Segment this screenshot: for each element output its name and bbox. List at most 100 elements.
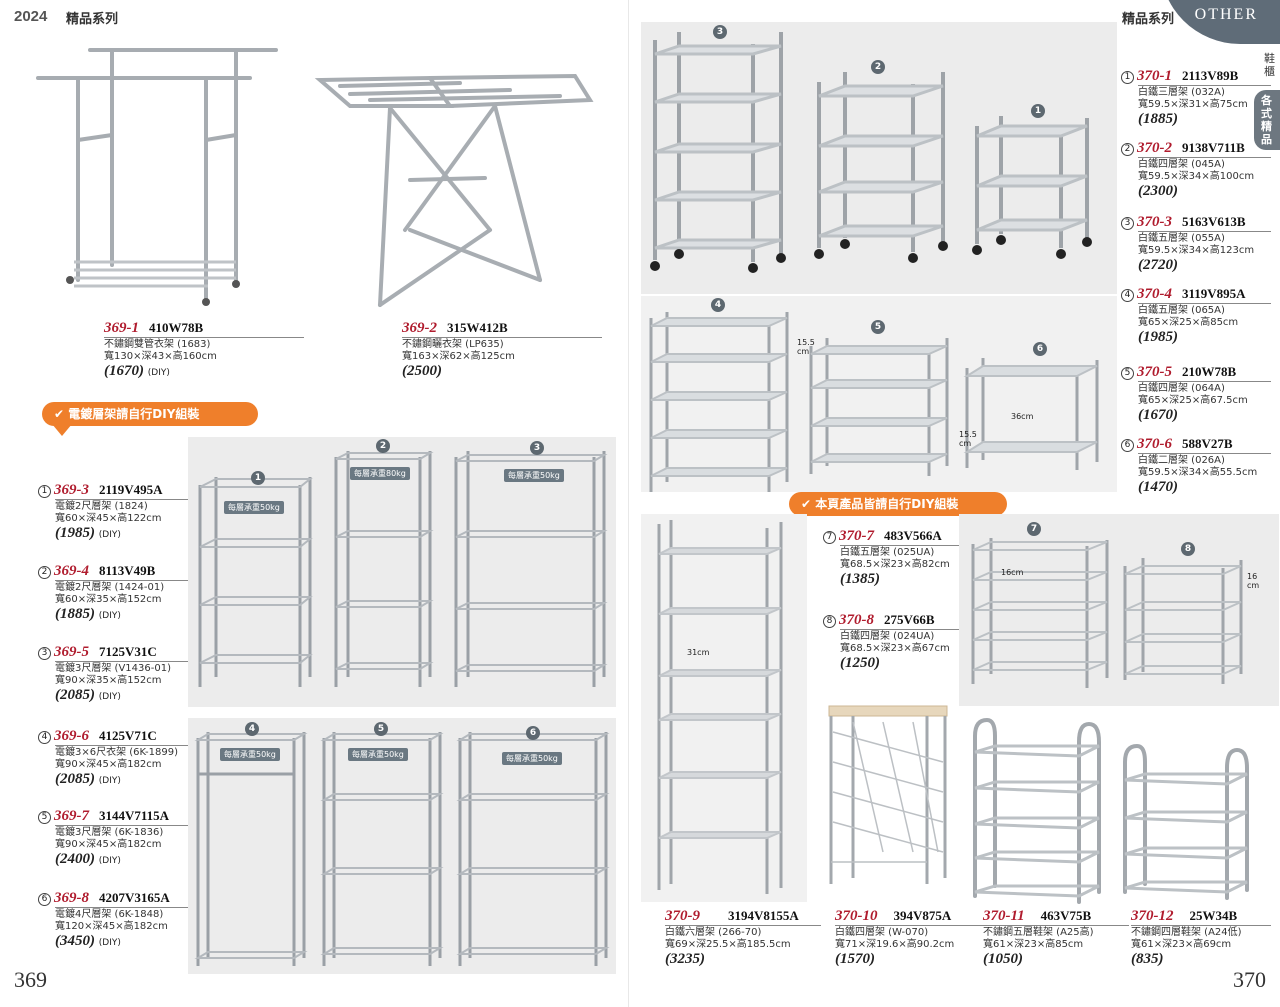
item-badge: 2	[871, 60, 885, 74]
shelf-gap-measurement: 16cm	[1001, 568, 1024, 577]
product-code: 369-8	[54, 890, 89, 906]
load-capacity-label: 每層承重50kg	[348, 748, 408, 761]
shoe-racks-photo: 7 8 16cm 16 cm	[959, 514, 1279, 706]
diy-note: (DIY)	[98, 776, 121, 786]
product-370-11: 370-11 463V75B 不鏽鋼五層鞋架 (A25高) 寬61×深23×高85…	[983, 908, 1129, 968]
item-badge: 8	[1181, 542, 1195, 556]
shelf-gap-measurement: 15.5 cm	[797, 338, 815, 356]
product-dimensions: 寬59.5×深34×高100cm	[1138, 171, 1255, 182]
item-badge: 6	[526, 726, 540, 740]
trolley-shelves-photo: 3 2 1	[641, 22, 1117, 294]
product-model: 3119V895A	[1182, 286, 1246, 301]
product-model: 463V75B	[1040, 908, 1092, 923]
page-number-right: 370	[1233, 967, 1266, 992]
product-price: (1985)	[55, 525, 95, 541]
product-dimensions: 寬61×深23×高85cm	[983, 939, 1084, 950]
product-price: (1885)	[55, 606, 95, 622]
banner-bold-text: 自行DIY組裝	[887, 497, 959, 511]
product-dimensions: 寬69×深25.5×高185.5cm	[665, 939, 791, 950]
product-code: 369-7	[54, 808, 89, 824]
product-price: (1470)	[1138, 479, 1178, 495]
four-tier-shoe-rack-image	[1123, 743, 1249, 900]
item-badge: 4	[711, 298, 725, 312]
wire-shelf-photo-6: 6 每層承重50kg	[450, 718, 616, 974]
product-price: (2085)	[55, 771, 95, 787]
product-code: 370-11	[983, 908, 1025, 924]
product-description: 白鐵五層架 (025UA)	[840, 545, 973, 559]
diy-note: (DIY)	[98, 856, 121, 866]
item-number: 7	[823, 531, 836, 544]
item-badge: 3	[713, 25, 727, 39]
product-price: (1250)	[840, 655, 880, 671]
banner-text: 本頁產品皆請	[815, 497, 888, 511]
product-price: (1385)	[840, 571, 880, 587]
diy-note: (DIY)	[98, 692, 121, 702]
product-description: 白鐵四層架 (024UA)	[840, 629, 973, 643]
product-model: 275V66B	[884, 612, 935, 627]
product-code: 369-5	[54, 644, 89, 660]
item-badge: 3	[530, 441, 544, 455]
product-dimensions: 寬59.5×深34×高55.5cm	[1138, 467, 1258, 478]
shelf-gap-measurement: 15.5 cm	[959, 430, 977, 448]
product-dimensions: 寬65×深25×高85cm	[1138, 317, 1239, 328]
category-side-tab: 各式精品	[1254, 90, 1280, 150]
product-description: 不鏽鋼五層鞋架 (A25高)	[983, 925, 1129, 939]
product-model: 2113V89B	[1182, 68, 1239, 83]
product-price: (2300)	[1138, 183, 1178, 199]
product-dimensions: 寬90×深45×高182cm	[55, 839, 162, 850]
product-code: 370-6	[1137, 436, 1172, 452]
product-model: 588V27B	[1182, 436, 1233, 451]
wire-shelf-photo-4: 4 每層承重50kg	[188, 718, 316, 974]
diy-note: (DIY)	[98, 530, 121, 540]
product-code: 370-9	[665, 908, 700, 924]
load-capacity-label: 每層承重50kg	[220, 748, 280, 761]
item-number: 1	[38, 485, 51, 498]
product-dimensions: 寬59.5×深31×高75cm	[1138, 99, 1248, 110]
catalog-year: 2024	[14, 8, 48, 25]
item-badge: 7	[1027, 522, 1041, 536]
product-price: (2500)	[402, 363, 442, 379]
check-icon: ✔	[801, 497, 812, 511]
other-section-label: OTHER	[1194, 6, 1258, 23]
product-description: 電鍍2尺層架 (1424-01)	[55, 580, 188, 594]
product-description: 白鐵五層架 (055A)	[1138, 231, 1271, 245]
item-badge: 2	[376, 439, 390, 453]
series-title-left: 精品系列	[66, 12, 119, 27]
product-dimensions: 寬71×深19.6×高90.2cm	[835, 939, 955, 950]
product-model: 8113V49B	[99, 563, 156, 578]
shelf-gap-measurement: 16 cm	[1247, 572, 1260, 590]
wire-shelf-photo-2: 2 每層承重80kg	[326, 437, 444, 707]
product-price: (2085)	[55, 687, 95, 703]
item-number: 5	[38, 811, 51, 824]
five-tier-shoe-rack-image	[973, 717, 1101, 904]
banner-bold-text: 自行DIY組裝	[128, 407, 200, 421]
product-price: (1050)	[983, 951, 1023, 967]
product-code: 370-5	[1137, 364, 1172, 380]
shelf-gap-measurement: 31cm	[687, 648, 710, 657]
item-badge: 4	[245, 722, 259, 736]
product-price: (1570)	[835, 951, 875, 967]
item-number: 4	[1121, 289, 1134, 302]
product-dimensions: 寬61×深23×高69cm	[1131, 939, 1232, 950]
product-code: 370-1	[1137, 68, 1172, 84]
product-code: 370-2	[1137, 140, 1172, 156]
product-code: 369-3	[54, 482, 89, 498]
product-model: 25W34B	[1189, 908, 1238, 923]
item-number: 3	[38, 647, 51, 660]
product-price: (2400)	[55, 851, 95, 867]
product-model: 3144V7115A	[99, 808, 170, 823]
product-description: 不鏽鋼四層鞋架 (A24低)	[1131, 925, 1271, 939]
product-dimensions: 寬163×深62×高125cm	[402, 351, 515, 362]
product-description: 白鐵四層架 (045A)	[1138, 157, 1271, 171]
product-code: 369-2	[402, 320, 437, 336]
left-page: 2024 精品系列	[0, 0, 628, 1007]
